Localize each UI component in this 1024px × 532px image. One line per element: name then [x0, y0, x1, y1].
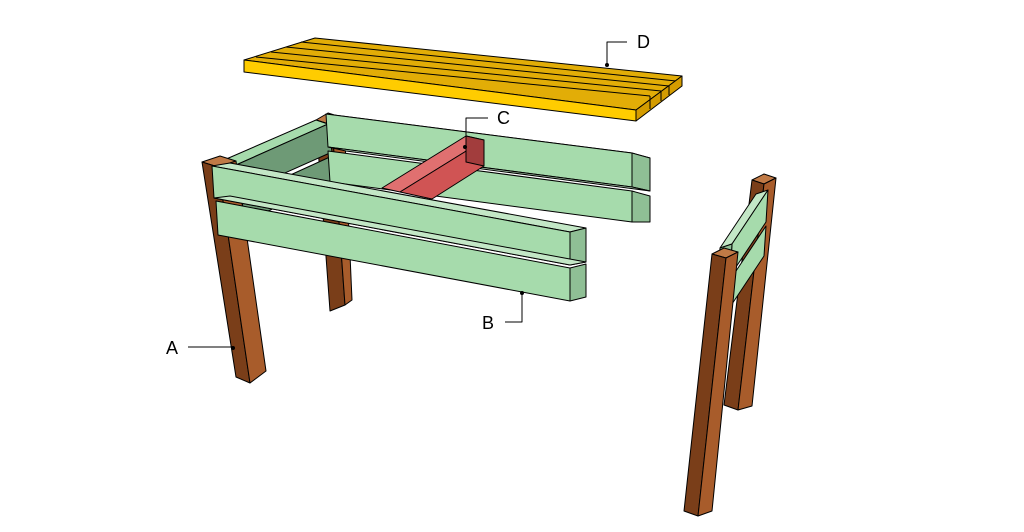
end-frame-assembly [683, 173, 777, 517]
leader-c [465, 117, 488, 146]
leader-b [505, 294, 523, 323]
leader-lines [188, 41, 627, 350]
front-rails [211, 162, 587, 302]
label-d: D [637, 32, 650, 52]
tabletop-slats [243, 37, 683, 122]
label-a: A [166, 338, 179, 358]
label-c: C [497, 108, 510, 128]
back-rails [325, 113, 651, 223]
tabletop-end-edge [635, 75, 683, 122]
center-brace [381, 135, 485, 200]
label-b: B [482, 313, 495, 333]
leader-d [606, 41, 627, 64]
